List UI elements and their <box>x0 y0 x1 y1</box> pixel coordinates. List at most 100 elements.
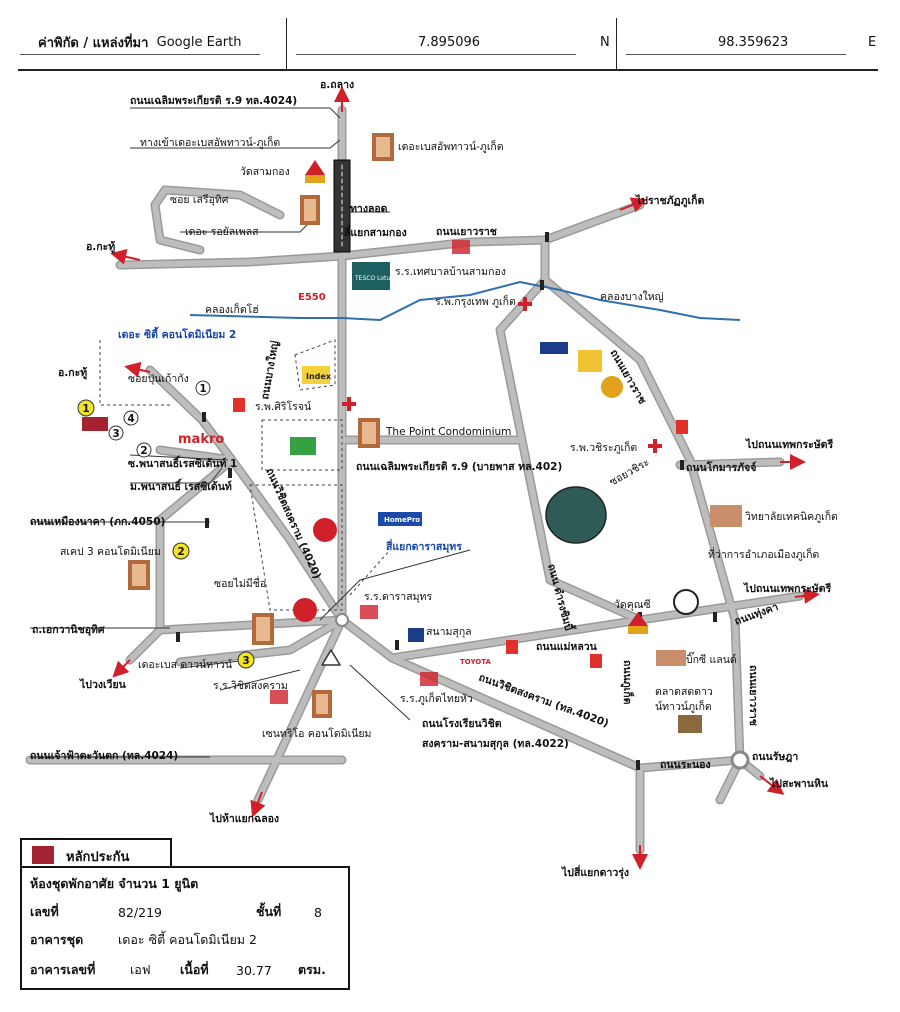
label-to-thepkrasattri-1: ไปถนนเทพกระษัตรี <box>745 438 833 451</box>
label-tesco: TESCO Lotus <box>354 275 393 282</box>
label-darasamut-junction: สี่แยกดาราสมุทร <box>385 538 462 554</box>
label-homepro: HomePro <box>384 516 420 524</box>
label-market: ตลาดสดดาว <box>655 686 713 698</box>
leader-lines <box>30 107 471 758</box>
label-school-phuketthaihua: ร.ร.ภูเก็ตไทยหัว <box>400 691 473 705</box>
info-no-label: เลขที่ <box>30 904 59 919</box>
temple-icon-samkong <box>305 160 325 183</box>
label-school-bansamkong: ร.ร.เทศบาลบ้านสามกอง <box>395 266 506 278</box>
label-chalermprakiat-bypass: ถนนเฉลิมพระเกียรติ ร.9 (บายพาส ทล.402) <box>356 460 562 473</box>
label-kathu-left: อ.กะทู้ <box>58 366 87 380</box>
info-bldg-no-value: เอฟ <box>130 962 151 977</box>
label-siroj-hospital: ร.พ.ศิริโรจน์ <box>255 400 311 413</box>
longitude-value: 98.359623 <box>718 34 789 50</box>
info-bldg-no-label: อาคารเลขที่ <box>30 962 96 977</box>
label-samnam-sukul: สนามสุกุล <box>426 626 472 638</box>
label-district-office: ที่ว่าการอำเภอเมืองภูเก็ต <box>708 547 819 561</box>
label-chalermprakiat-top: ถนนเฉลิมพระเกียรติ ร.9 ทล.4024) <box>130 94 297 107</box>
info-area-label: เนื้อที่ <box>180 962 209 977</box>
direction-arrows <box>110 86 820 870</box>
label-to-saphanhin: ไปสะพานหิน <box>769 777 829 790</box>
label-bigc-land: บิ๊กซี แลนด์ <box>686 651 737 666</box>
label-school-darasamut: ร.ร.ดาราสมุทร <box>364 591 432 603</box>
label-school-wichit: ร.ร.วิชิตสงคราม <box>213 680 288 692</box>
info-title: ห้องชุดพักอาศัย จำนวน 1 ยูนิต <box>30 876 199 891</box>
bank-icons <box>540 342 623 398</box>
label-soi-maimeechue: ซอยไม่มีชื่อ <box>214 576 266 590</box>
label-khlong-bangyai: คลองบางใหญ่ <box>600 290 664 303</box>
label-skape-condo: สเคป 3 คอนโดมิเนียม <box>60 545 161 558</box>
label-rd-wichit-vert: ถนนวิชิตสงคราม (4020) <box>263 466 323 581</box>
label-makro: makro <box>178 432 224 447</box>
school-icon-darasamut <box>360 605 378 619</box>
label-market-2: น์ทาวน์ภูเก็ต <box>655 699 712 713</box>
district-office-icon <box>673 589 699 615</box>
label-underpass: ทางลอด <box>350 203 388 215</box>
info-building-label: อาคารชุด <box>30 932 84 947</box>
info-floor-label: ชั้นที่ <box>256 904 282 919</box>
label-toyota: TOYOTA <box>460 658 491 666</box>
college-icon <box>710 505 742 527</box>
label-wat-samkong: วัดสามกอง <box>240 166 290 178</box>
label-wat-khuannai: วัดคุณซี <box>614 598 651 611</box>
info-area-unit: ตรม. <box>298 962 326 977</box>
label-centrio-condo: เซนทริโอ คอนโดมิเนียม <box>262 727 371 740</box>
marker-1b: 1 <box>199 383 206 395</box>
bigc-icon <box>656 650 686 666</box>
homepro-icon <box>378 512 422 526</box>
label-to-darungrung: ไปสี่แยกดาวรุ่ง <box>561 864 629 880</box>
school-icon-wichit <box>270 690 288 704</box>
label-rd-mueangnakha: ถนนเหมืองนาคา (ภก.4050) <box>30 515 165 528</box>
route-markers: 1 1 4 3 2 2 3 <box>77 380 255 669</box>
school-icon-thaihua <box>420 672 438 686</box>
label-soi-punkaokang: ซอยปุ่นเก้ากัง <box>128 373 189 385</box>
label-phanason-1: ซ.พนาสนธิ์เรสซิเด้นท์ 1 <box>128 455 237 470</box>
label-rd-school: ถนนโรงเรียนวิชิต <box>422 717 502 730</box>
marker-4: 4 <box>127 413 134 425</box>
label-rd-rasada: ถนนรัษฎา <box>752 751 798 763</box>
label-rd-kasorn: ถนน ดำรงซิมบี้ <box>545 562 578 633</box>
lake-icon <box>545 486 607 544</box>
label-the-city-condo: เดอะ ซิตี้ คอนโดมิเนียม 2 <box>118 326 236 341</box>
label-rajabhat: ไปราชภัฏภูเก็ต <box>635 193 704 208</box>
label-thalang: อ.ถลาง <box>320 79 354 91</box>
area-outlines <box>99 339 391 611</box>
building-icon-base-downtown <box>252 613 274 645</box>
label-rd-phuketthai: ถนนภูเก็ต <box>620 660 635 705</box>
info-area-value: 30.77 <box>236 962 272 978</box>
label-rd-ekawanit: ถ.เอกวานิชอุทิศ <box>32 624 105 637</box>
label-royal-place: เดอะ รอยัลเพลส <box>185 226 259 238</box>
label-base-downtown: เดอะเบส ดาวน์ทาวน์ <box>138 658 232 671</box>
label-rd-maeluan: ถนนแม่หลวน <box>536 641 598 653</box>
hospital-icon-vachira <box>648 439 662 453</box>
label-rd-school-2: สงคราม-สนามสุกุล (ทล.4022) <box>422 738 569 751</box>
label-rd-chaofa: ถนนเจ้าฟ้าตะวันตก (ทล.4024) <box>30 749 178 762</box>
label-rd-komarapat: ถนนโกมารภัจจ์ <box>686 461 756 474</box>
tesco-icon <box>352 262 390 290</box>
label-to-thepkrasattri-2: ไปถนนเทพกระษัตรี <box>743 582 831 595</box>
label-technical-college: วิทยาลัยเทคนิคภูเก็ต <box>745 509 838 523</box>
label-e550: E550 <box>298 292 326 303</box>
building-icon-royal-place <box>300 195 320 225</box>
coordinate-label: ค่าพิกัด / แหล่งที่มา Google Earth <box>38 34 242 51</box>
index-icon <box>302 366 330 384</box>
building-icon-point-condo <box>358 418 380 448</box>
marker-2: 2 <box>140 445 147 457</box>
label-bangkok-hospital: ร.พ.กรุงเทพ ภูเก็ต <box>435 294 516 308</box>
collateral-marker <box>82 417 108 431</box>
latitude-value: 7.895096 <box>418 34 481 50</box>
label-vachira-hospital: ร.พ.วชิระภูเก็ต <box>570 440 637 454</box>
label-yaowarat-road: ถนนเยาวราช <box>436 226 497 238</box>
collateral-legend-label: หลักประกัน <box>66 850 130 865</box>
marker-2-yellow: 2 <box>177 546 184 558</box>
market-icon <box>678 715 702 733</box>
coordinate-source: Google Earth <box>156 34 242 50</box>
label-rd-yaowarat-bottom: ถนนเยาวราช <box>747 665 759 726</box>
road-network <box>25 105 805 855</box>
label-soi-seriuthit: ซอย เสรีอุทิศ <box>170 193 229 206</box>
bigc-green-icon <box>290 437 316 455</box>
label-entrance-base: ทางเข้าเดอะเบสอัพทาวน์-ภูเก็ต <box>140 135 280 149</box>
label-index: Index <box>306 372 332 381</box>
label-rd-bangyai: ถนนบางใหญ่ <box>257 340 281 401</box>
